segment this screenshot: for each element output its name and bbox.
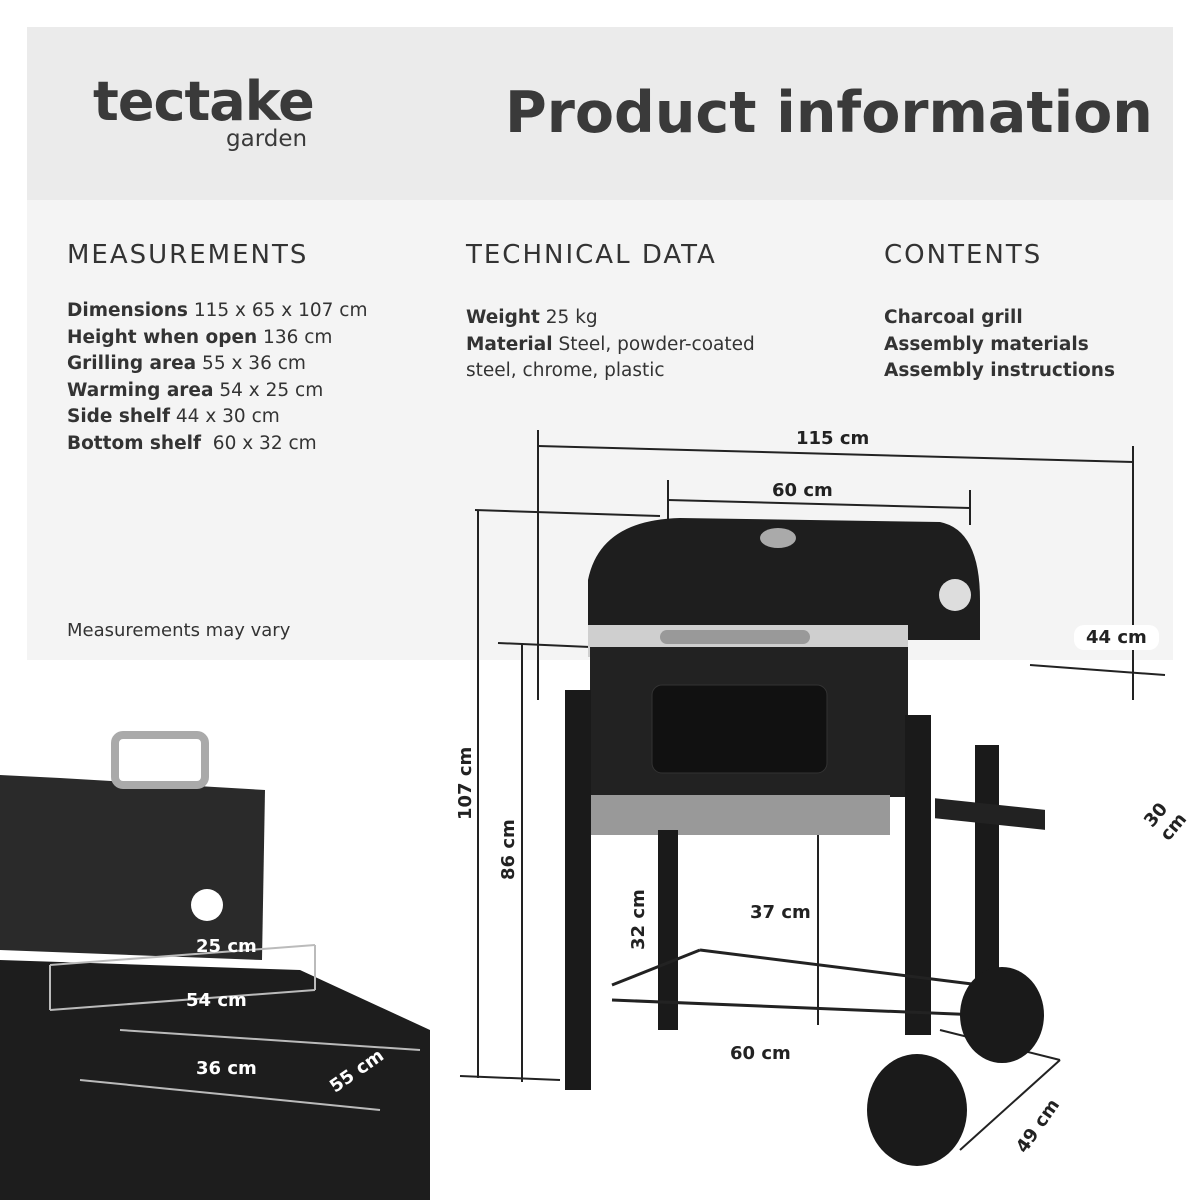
dim-height-body: 86 cm (498, 819, 519, 880)
contents-heading: CONTENTS (884, 240, 1043, 270)
list-item: Weight 25 kg (466, 307, 598, 328)
list-item: Assembly materials (884, 333, 1089, 355)
brand-logo: tectake (93, 70, 315, 133)
dim-shelf-to-grate: 37 cm (750, 902, 811, 923)
dim-bottom-width: 60 cm (730, 1043, 791, 1064)
technical-list: Weight 25 kg Material Steel, powder-coat… (466, 305, 786, 385)
dim-warming-width: 54 cm (186, 990, 247, 1011)
open-grill-photo (0, 731, 430, 1200)
list-item: Warming area 54 x 25 cm (67, 379, 324, 401)
measurements-note: Measurements may vary (67, 620, 291, 641)
dim-width-top: 60 cm (772, 480, 833, 501)
contents-list: Charcoal grill Assembly materials Assemb… (884, 305, 1115, 385)
measurements-list: Dimensions 115 x 65 x 107 cm Height when… (67, 298, 367, 458)
list-item: Side shelf 44 x 30 cm (67, 406, 280, 428)
page-title: Product information (505, 80, 1153, 146)
dimension-lines (459, 430, 1166, 1151)
grill-body (565, 518, 1045, 1166)
brand-sub: garden (226, 126, 308, 152)
dim-height-total: 107 cm (455, 746, 476, 820)
dim-side-shelf-width: 44 cm (1074, 625, 1159, 650)
dim-warming-depth: 25 cm (196, 936, 257, 957)
dim-width-total: 115 cm (796, 428, 870, 449)
list-item: Assembly instructions (884, 360, 1115, 382)
list-item: Material Steel, powder-coated steel, chr… (466, 333, 755, 382)
technical-heading: TECHNICAL DATA (466, 240, 717, 270)
list-item: Height when open 136 cm (67, 326, 333, 348)
dim-grill-width: 36 cm (196, 1058, 257, 1079)
list-item: Dimensions 115 x 65 x 107 cm (67, 300, 368, 321)
measurements-heading: MEASUREMENTS (67, 240, 309, 270)
dim-shelf-height: 32 cm (628, 889, 649, 950)
list-item: Charcoal grill (884, 307, 1023, 328)
header-band (27, 27, 1173, 200)
list-item: Bottom shelf 60 x 32 cm (67, 432, 317, 454)
list-item: Grilling area 55 x 36 cm (67, 353, 306, 375)
